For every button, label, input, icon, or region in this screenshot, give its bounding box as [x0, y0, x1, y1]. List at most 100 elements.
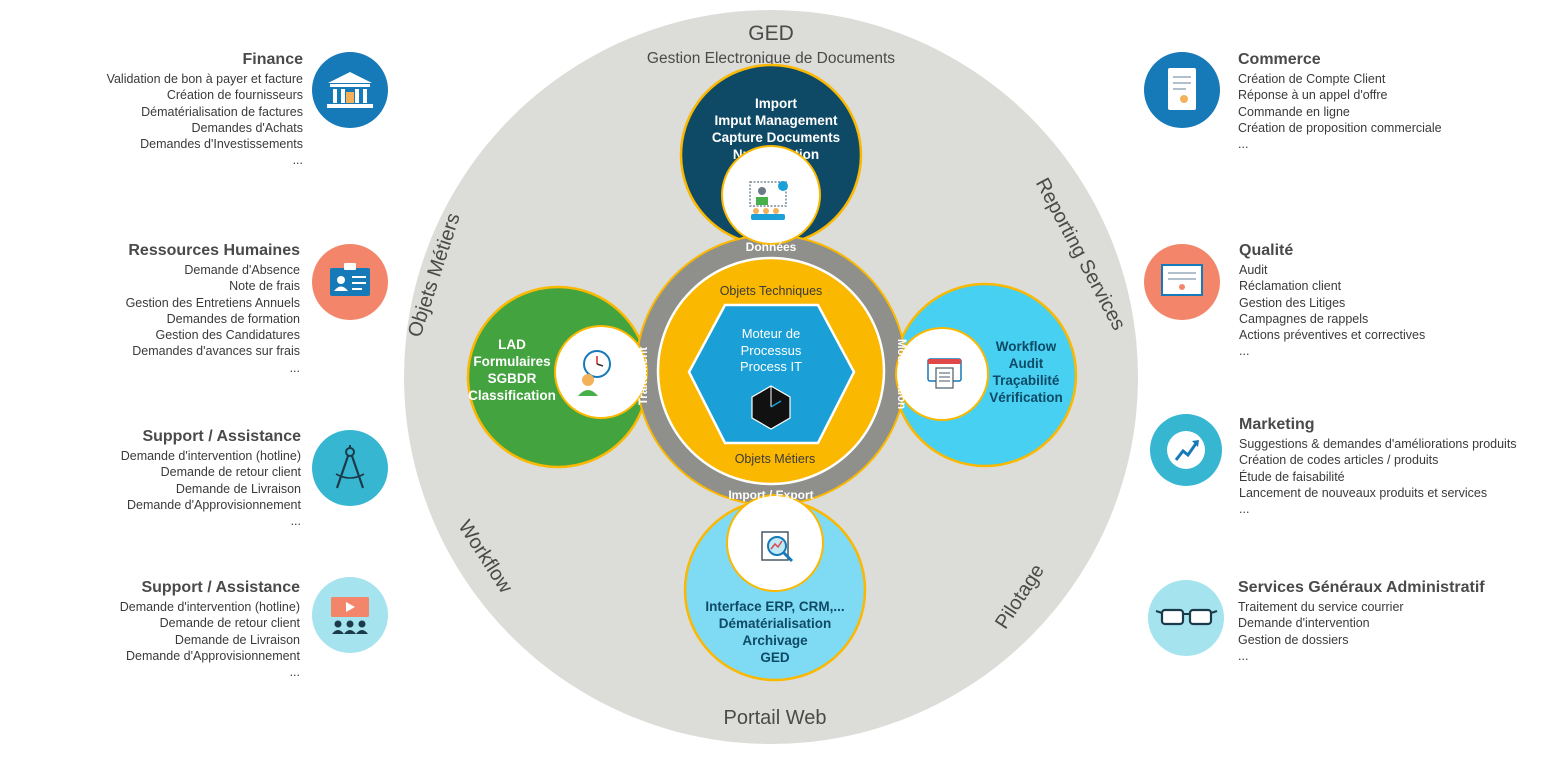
category-support-assistance: Support / Assistance Demande d'intervent…	[1, 428, 301, 529]
category-title: Commerce	[1238, 51, 1321, 68]
category-item: Demande de retour client	[160, 465, 301, 480]
category-item: Étude de faisabilité	[1239, 469, 1345, 484]
category-item: Suggestions & demandes d'améliorations p…	[1239, 437, 1517, 451]
category-item: ...	[290, 514, 301, 529]
commerce-icon-badge	[1144, 52, 1220, 128]
category-item: ...	[1238, 137, 1249, 152]
category-item: Création de codes articles / produits	[1239, 453, 1439, 468]
engine-cube-icon	[751, 385, 791, 430]
video-presentation-icon	[331, 597, 369, 634]
category-item: Gestion des Entretiens Annuels	[125, 295, 300, 310]
category-item: Dématérialisation de factures	[141, 104, 303, 119]
ged-subtitle: Gestion Electronique de Documents	[647, 50, 895, 67]
category-item: Création de proposition commerciale	[1238, 120, 1442, 135]
report-document-icon	[927, 358, 962, 389]
bank-icon	[327, 72, 373, 108]
objets-techniques-label: Objets Techniques	[720, 284, 823, 298]
interface-bubble-line: Dématérialisation	[719, 616, 832, 631]
category-item: Demande de Livraison	[174, 632, 300, 647]
category-support-assistance-2: Support / Assistance Demande d'intervent…	[0, 579, 300, 680]
interface-bubble-line: GED	[760, 650, 790, 665]
category-item: Demandes d'Investissements	[140, 137, 303, 152]
category-item: Demande d'intervention (hotline)	[119, 600, 300, 614]
import-export-label: Import / Export	[728, 488, 813, 502]
hexagon-line: Moteur de	[742, 326, 801, 341]
category-item: Actions préventives et correctives	[1239, 328, 1426, 343]
category-item: Demande de Livraison	[175, 481, 301, 496]
id-card-icon	[330, 263, 370, 296]
category-item: Réclamation client	[1239, 279, 1342, 294]
workflow-bubble-line: Vérification	[989, 390, 1063, 405]
category-item: Validation de bon à payer et facture	[106, 72, 303, 86]
category-title: Qualité	[1239, 242, 1294, 259]
certificate-scroll-icon	[1168, 68, 1196, 110]
category-item: ...	[289, 665, 300, 680]
category-qualite: Qualité Audit Réclamation client Gestion…	[1239, 242, 1539, 360]
category-item: Demandes de formation	[166, 311, 300, 326]
category-item: Audit	[1239, 263, 1268, 277]
category-item: ...	[1238, 648, 1249, 663]
category-item: Demandes d'Achats	[191, 120, 303, 135]
category-item: Campagnes de rappels	[1239, 311, 1369, 326]
support-icon-badge	[312, 430, 388, 506]
hexagon-line: Processus	[741, 343, 802, 358]
portail-web-label: Portail Web	[723, 707, 826, 729]
growth-chart-icon	[1167, 431, 1205, 469]
category-marketing: Marketing Suggestions & demandes d'améli…	[1239, 416, 1539, 517]
category-title: Finance	[242, 51, 303, 68]
magnifier-chart-icon	[761, 531, 794, 563]
category-item: ...	[292, 153, 303, 168]
category-item: Création de Compte Client	[1238, 72, 1386, 86]
objets-metiers-inner-label: Objets Métiers	[735, 452, 816, 466]
import-icon-circle	[721, 145, 821, 245]
rh-icon-badge	[312, 244, 388, 320]
clock-worker-icon	[578, 350, 611, 396]
category-title: Support / Assistance	[141, 579, 300, 596]
category-item: Demande d'Approvisionnement	[125, 648, 300, 663]
import-bubble-line: Import	[755, 96, 798, 111]
category-item: Demande d'intervention (hotline)	[120, 449, 301, 463]
category-item: Demande d'Absence	[184, 263, 300, 277]
lad-bubble-line: Classification	[468, 388, 556, 403]
diploma-icon	[1161, 264, 1203, 296]
traitement-label: Traitement	[638, 347, 650, 405]
lad-bubble-line: Formulaires	[473, 354, 550, 369]
lad-bubble-line: LAD	[498, 337, 526, 352]
category-item: ...	[1239, 502, 1250, 517]
category-finance: Finance Validation de bon à payer et fac…	[3, 51, 303, 169]
compass-icon	[335, 445, 365, 489]
category-item: Lancement de nouveaux produits et servic…	[1239, 485, 1488, 500]
finance-icon-badge	[312, 52, 388, 128]
category-title: Ressources Humaines	[128, 242, 300, 259]
category-item: Gestion de dossiers	[1238, 632, 1349, 647]
category-title: Services Généraux Administratif	[1238, 579, 1485, 596]
workflow-bubble-line: Traçabilité	[993, 373, 1060, 388]
category-item: Demandes d'avances sur frais	[132, 344, 300, 359]
category-commerce: Commerce Création de Compte Client Répon…	[1238, 51, 1538, 152]
category-item: Demande de retour client	[159, 616, 300, 631]
category-item: Gestion des Candidatures	[155, 328, 300, 343]
category-item: Création de fournisseurs	[166, 88, 303, 103]
donnees-label: Données	[746, 240, 797, 254]
marketing-icon-badge	[1150, 414, 1222, 486]
presentation-audience-icon	[749, 181, 788, 220]
ged-title: GED	[748, 22, 794, 45]
category-item: Gestion des Litiges	[1239, 295, 1346, 310]
qualite-icon-badge	[1144, 244, 1220, 320]
category-ressources-humaines: Ressources Humaines Demande d'Absence No…	[0, 242, 300, 376]
lad-bubble-line: SGBDR	[488, 371, 537, 386]
import-bubble-line: Imput Management	[714, 113, 838, 128]
category-item: Demande d'intervention	[1238, 616, 1370, 631]
glasses-icon	[1155, 608, 1218, 626]
category-item: Réponse à un appel d'offre	[1238, 88, 1388, 103]
category-item: Demande d'Approvisionnement	[126, 497, 301, 512]
category-item: ...	[1239, 344, 1250, 359]
category-item: ...	[289, 360, 300, 375]
services-icon-badge	[1148, 580, 1224, 656]
workflow-bubble-line: Workflow	[996, 339, 1057, 354]
hexagon-line: Process IT	[740, 359, 802, 374]
modelisation-label: Modélisation	[895, 339, 907, 409]
interface-bubble-line: Archivage	[742, 633, 808, 648]
process-engine-hexagon	[687, 303, 856, 445]
